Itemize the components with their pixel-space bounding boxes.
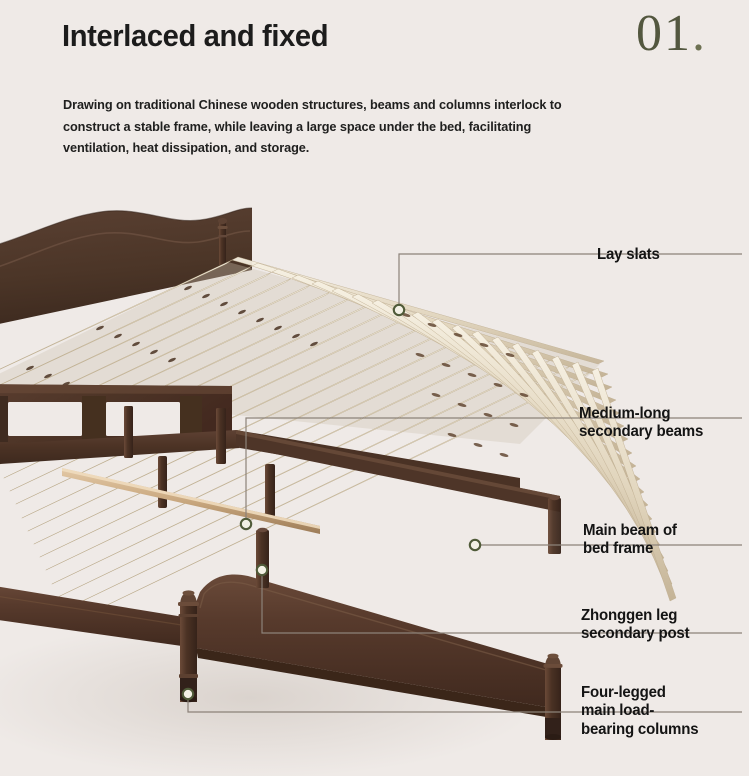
callout-markers bbox=[181, 303, 482, 701]
page-description: Drawing on traditional Chinese wooden st… bbox=[63, 97, 562, 156]
medium-long-secondary-beam bbox=[236, 430, 560, 512]
rear-right-leg bbox=[548, 495, 561, 554]
callout-overlay bbox=[187, 253, 742, 713]
product-photo bbox=[0, 178, 749, 776]
callout-label-lay-slats: Lay slats bbox=[597, 246, 660, 263]
cross-brace bbox=[62, 468, 320, 534]
slat-fasteners-right bbox=[401, 313, 529, 457]
page-title: Interlaced and fixed bbox=[62, 18, 329, 53]
slat-fasteners bbox=[26, 285, 318, 387]
header-block: Interlaced and fixed 01. Drawing on trad… bbox=[0, 0, 749, 200]
section-number: 01. bbox=[636, 8, 707, 60]
callout-leader-lay-slats bbox=[398, 253, 742, 310]
callout-label-medium-long-secondary-beams: Medium-long secondary beams bbox=[579, 405, 704, 441]
headboard bbox=[0, 207, 253, 324]
callout-marker-four-legged-main-load-bearing-columns[interactable] bbox=[181, 687, 195, 701]
headboard-finial-post bbox=[217, 217, 228, 265]
slat-group-right bbox=[231, 256, 677, 602]
center-support-legs bbox=[124, 406, 275, 520]
callout-label-zhonggen-leg-secondary-post: Zhonggen leg secondary post bbox=[581, 607, 690, 643]
callout-marker-lay-slats[interactable] bbox=[392, 303, 406, 317]
callout-label-main-beam-of-bed-frame: Main beam of bed frame bbox=[583, 522, 677, 558]
foot-right-turned-leg bbox=[543, 653, 563, 740]
callout-marker-medium-long-secondary-beams[interactable] bbox=[239, 517, 253, 531]
callout-label-four-legged-main-load-bearing-columns: Four-legged main load- bearing columns bbox=[581, 684, 699, 738]
section-number-value: 01 bbox=[636, 5, 692, 62]
callout-leader-zhonggen-leg-secondary-post bbox=[261, 570, 742, 634]
inner-support-leg bbox=[158, 456, 167, 508]
callout-marker-main-beam-of-bed-frame[interactable] bbox=[468, 538, 482, 552]
footboard-main-beam bbox=[0, 574, 552, 718]
callout-marker-zhonggen-leg-secondary-post[interactable] bbox=[255, 563, 269, 577]
front-left-turned-leg bbox=[178, 590, 199, 703]
upper-side-rail bbox=[0, 384, 232, 446]
bed-frame-illustration bbox=[0, 178, 749, 776]
section-number-dot: . bbox=[692, 5, 707, 62]
callout-leader-medium-long-secondary-beams bbox=[245, 417, 742, 524]
